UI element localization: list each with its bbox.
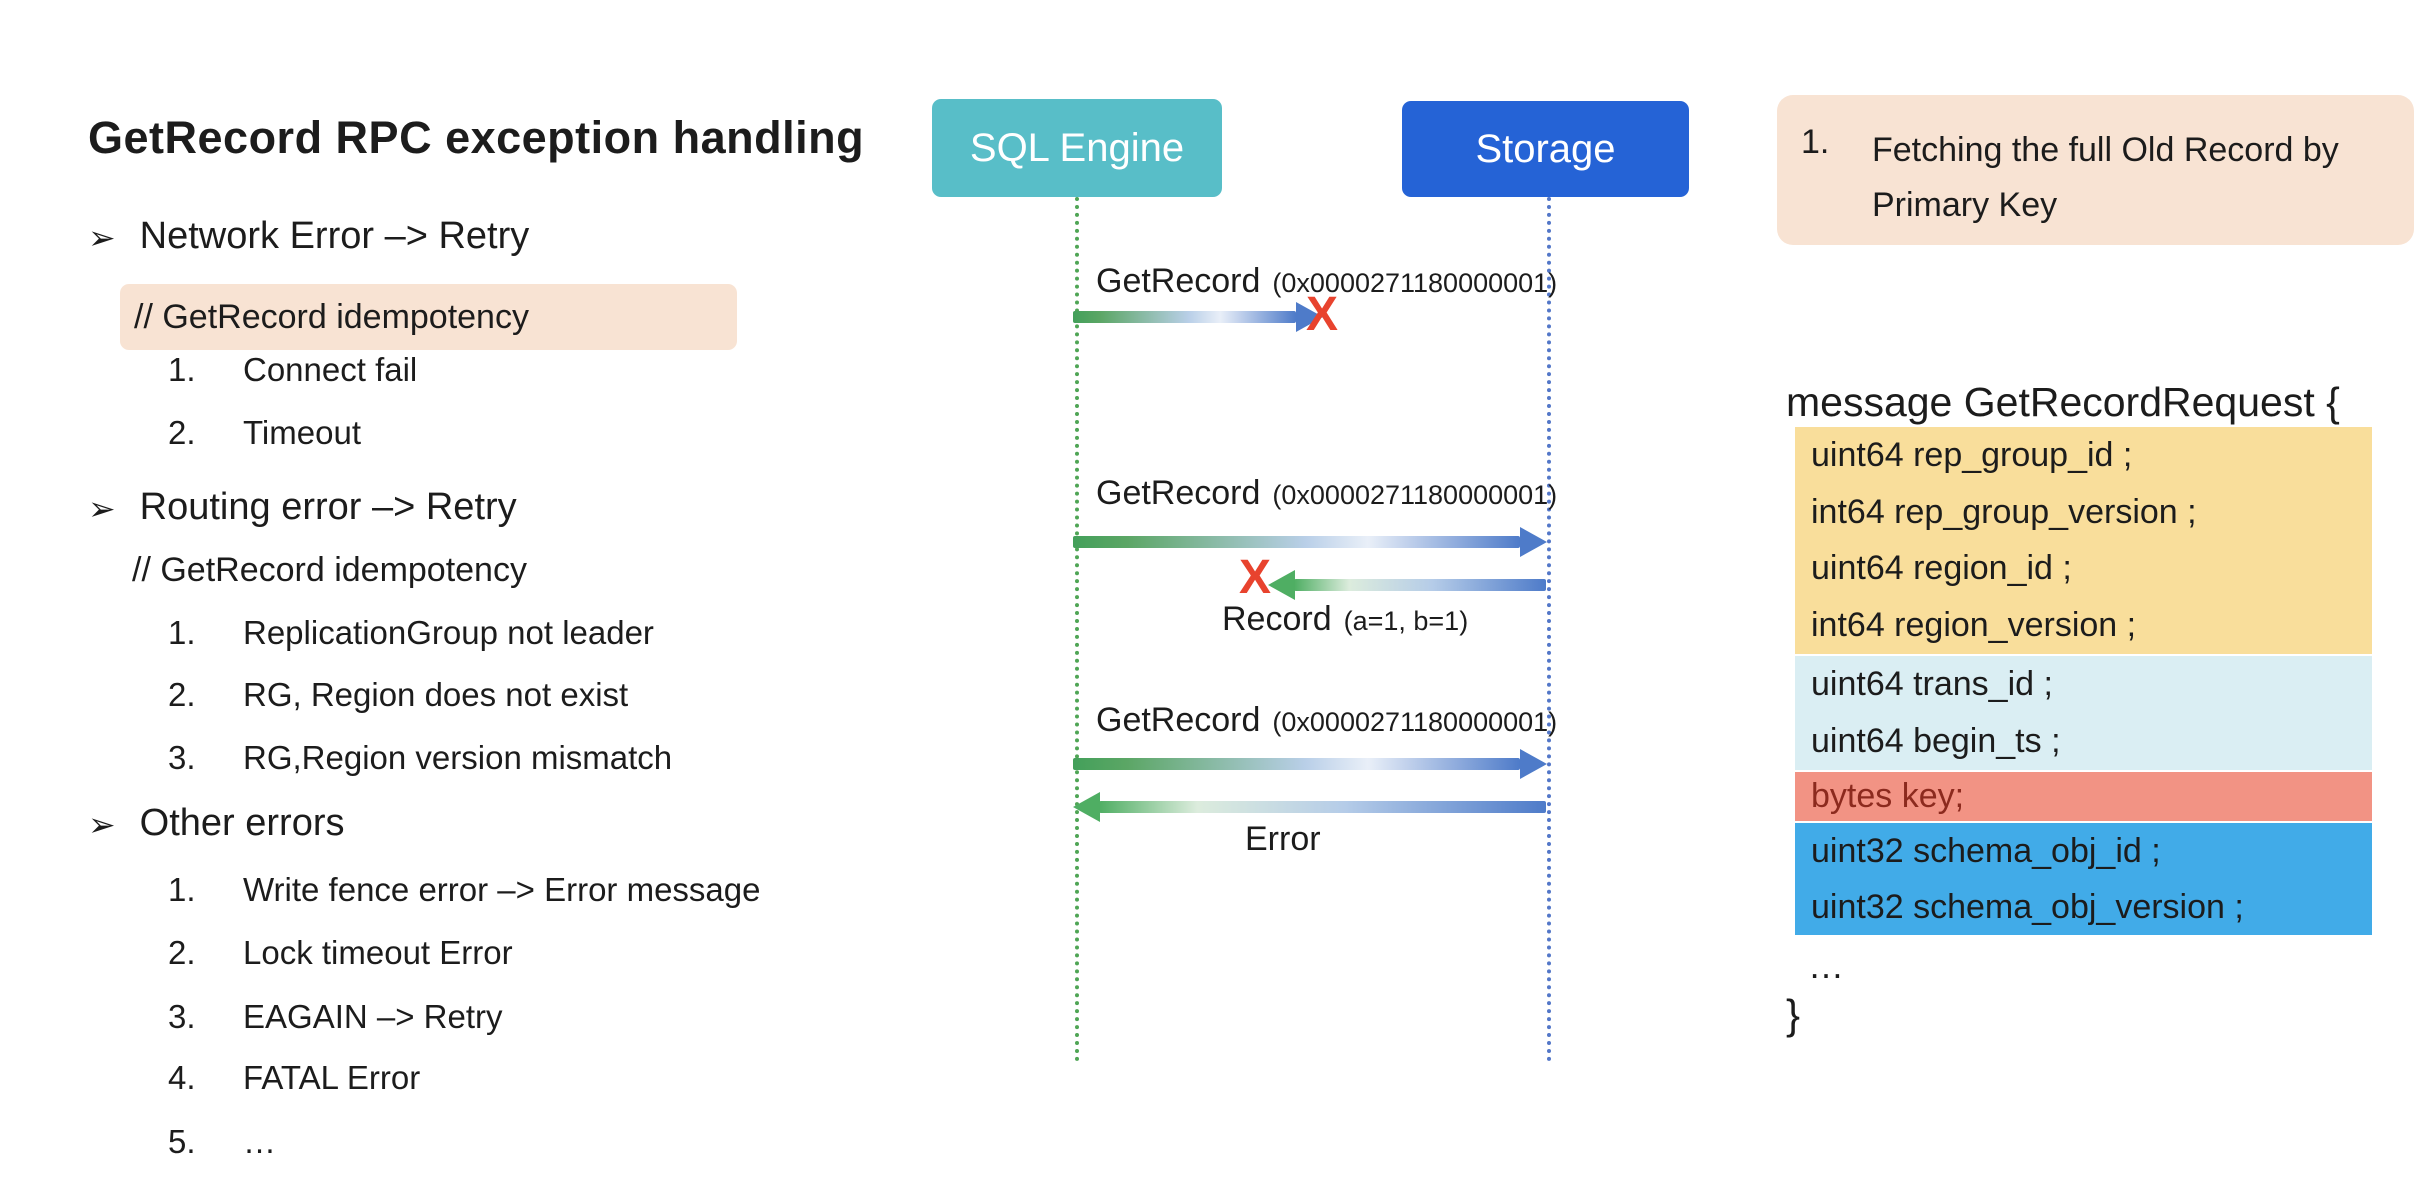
message-name: GetRecord xyxy=(1096,701,1261,739)
list-item: 1. ReplicationGroup not leader xyxy=(168,605,654,661)
proto-field: int64 region_version ; xyxy=(1811,606,2137,645)
proto-group-schema: uint32 schema_obj_id ; uint32 schema_obj… xyxy=(1795,823,2372,935)
item-text: RG, Region does not exist xyxy=(243,676,629,713)
message-name: GetRecord xyxy=(1096,474,1261,512)
item-text: Timeout xyxy=(243,414,361,451)
proto-field: uint64 region_id ; xyxy=(1811,549,2072,588)
reply-arrowhead-3 xyxy=(1073,792,1100,822)
sql-engine-lifeline xyxy=(1075,197,1079,1062)
item-text: Write fence error –> Error message xyxy=(243,871,761,908)
note-box: 1. Fetching the full Old Record by Prima… xyxy=(1777,95,2414,245)
message-arg: (0x0000271180000001) xyxy=(1272,480,1558,510)
message-name: Record xyxy=(1222,600,1332,638)
list-item: 2. Timeout xyxy=(168,405,361,461)
message-label-getrecord-2: GetRecord (0x0000271180000001) xyxy=(1096,474,1557,513)
item-number: 1. xyxy=(168,351,196,388)
request-arrow-3 xyxy=(1073,758,1520,770)
arrow-bullet-icon: ➢ xyxy=(88,805,116,843)
proto-field-block: uint64 rep_group_id ; int64 rep_group_ve… xyxy=(1795,427,2372,937)
proto-field: bytes key; xyxy=(1811,777,1965,815)
message-label-error: Error xyxy=(1245,820,1321,859)
bullet-item-network-error: ➢ Network Error –> Retry xyxy=(88,208,529,264)
item-text: FATAL Error xyxy=(243,1059,421,1096)
reply-arrow-2 xyxy=(1294,579,1546,591)
storage-lifeline xyxy=(1547,197,1551,1062)
bullet-text: Network Error –> Retry xyxy=(139,214,530,257)
actor-label: SQL Engine xyxy=(969,125,1185,170)
message-name: Error xyxy=(1245,820,1321,858)
proto-group-key: bytes key; xyxy=(1795,772,2372,821)
proto-field: uint32 schema_obj_id ; xyxy=(1811,831,2161,870)
bullet-text: Routing error –> Retry xyxy=(139,485,517,528)
request-arrowhead-2 xyxy=(1520,527,1547,557)
list-item: 3. RG,Region version mismatch xyxy=(168,730,672,786)
proto-closing-brace: } xyxy=(1786,991,1801,1038)
item-number: 2. xyxy=(168,676,196,713)
list-item: 5. … xyxy=(168,1114,276,1170)
item-number: 1. xyxy=(168,871,196,908)
actor-label: Storage xyxy=(1475,126,1616,171)
comment-text: // GetRecord idempotency xyxy=(132,550,527,589)
note-text: Fetching the full Old Record by Primary … xyxy=(1872,95,2339,233)
message-name: GetRecord xyxy=(1096,262,1261,300)
message-arg: (a=1, b=1) xyxy=(1343,606,1469,636)
page-title: GetRecord RPC exception handling xyxy=(88,112,865,163)
request-arrow-2 xyxy=(1073,536,1520,548)
request-arrowhead-3 xyxy=(1520,749,1547,779)
request-arrow-1 xyxy=(1073,311,1296,323)
item-number: 2. xyxy=(168,934,196,971)
message-arg: (0x0000271180000001) xyxy=(1272,268,1558,298)
proto-field: uint64 trans_id ; xyxy=(1811,665,2053,703)
reply-arrow-3 xyxy=(1099,801,1546,813)
item-text: Connect fail xyxy=(243,351,418,388)
item-number: 5. xyxy=(168,1123,196,1160)
proto-header: message GetRecordRequest { xyxy=(1786,378,2340,425)
item-number: 2. xyxy=(168,414,196,451)
item-text: … xyxy=(243,1123,276,1160)
proto-ellipsis: … xyxy=(1808,945,1844,986)
item-text: RG,Region version mismatch xyxy=(243,739,673,776)
proto-field: uint64 begin_ts ; xyxy=(1811,722,2061,760)
actor-sql-engine: SQL Engine xyxy=(932,99,1222,197)
item-text: Lock timeout Error xyxy=(243,934,513,971)
note-line-1: Fetching the full Old Record by xyxy=(1872,131,2339,169)
actor-storage: Storage xyxy=(1402,101,1689,197)
proto-field: uint64 rep_group_id ; xyxy=(1811,435,2133,474)
list-item: 2. Lock timeout Error xyxy=(168,925,513,981)
list-item: 1. Connect fail xyxy=(168,342,417,398)
highlighted-comment: // GetRecord idempotency xyxy=(120,284,737,350)
proto-field: int64 rep_group_version ; xyxy=(1811,492,2197,531)
list-item: 2. RG, Region does not exist xyxy=(168,667,628,723)
message-label-getrecord-1: GetRecord (0x0000271180000001) xyxy=(1096,262,1557,301)
bullet-item-routing-error: ➢ Routing error –> Retry xyxy=(88,479,517,535)
item-number: 1. xyxy=(168,614,196,651)
arrow-bullet-icon: ➢ xyxy=(88,489,116,527)
proto-group-routing: uint64 rep_group_id ; int64 rep_group_ve… xyxy=(1795,427,2372,654)
proto-field: uint32 schema_obj_version ; xyxy=(1811,887,2244,926)
note-number: 1. xyxy=(1801,123,1830,161)
arrow-bullet-icon: ➢ xyxy=(88,218,116,256)
item-number: 4. xyxy=(168,1059,196,1096)
list-item: 4. FATAL Error xyxy=(168,1050,420,1106)
bullet-text: Other errors xyxy=(139,801,345,844)
item-text: ReplicationGroup not leader xyxy=(243,614,654,651)
comment-line: // GetRecord idempotency xyxy=(132,542,527,598)
message-label-getrecord-3: GetRecord (0x0000271180000001) xyxy=(1096,701,1557,740)
bullet-item-other-errors: ➢ Other errors xyxy=(88,795,344,851)
note-line-2: Primary Key xyxy=(1872,186,2058,224)
comment-text: // GetRecord idempotency xyxy=(134,297,529,336)
request-arrowhead-1 xyxy=(1296,302,1323,332)
failure-x-icon: X xyxy=(1239,551,1272,604)
reply-arrowhead-2 xyxy=(1268,570,1295,600)
message-arg: (0x0000271180000001) xyxy=(1272,707,1558,737)
item-number: 3. xyxy=(168,739,196,776)
item-text: EAGAIN –> Retry xyxy=(243,998,503,1035)
item-number: 3. xyxy=(168,998,196,1035)
message-label-record: Record (a=1, b=1) xyxy=(1222,600,1468,639)
proto-group-transaction: uint64 trans_id ; uint64 begin_ts ; xyxy=(1795,656,2372,770)
list-item: 3. EAGAIN –> Retry xyxy=(168,989,503,1045)
failure-x-icon: X xyxy=(1306,288,1339,341)
list-item: 1. Write fence error –> Error message xyxy=(168,862,761,918)
